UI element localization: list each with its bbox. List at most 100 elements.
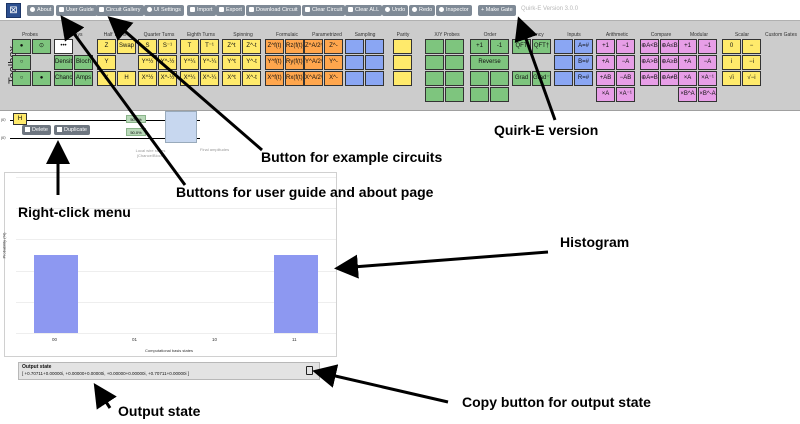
make-gate-button[interactable]: + Make Gate: [478, 5, 516, 16]
gate-x-half[interactable]: X^½: [138, 71, 157, 86]
gate-xy-probe[interactable]: [445, 55, 464, 70]
gate-gt[interactable]: ⊕A>B: [640, 55, 659, 70]
gate-z-f[interactable]: Z^f(t): [265, 39, 284, 54]
gate-grad[interactable]: Grad: [512, 71, 531, 86]
gate-xy-probe[interactable]: [445, 71, 464, 86]
gate-sample[interactable]: [345, 71, 364, 86]
gate-sample[interactable]: [365, 55, 384, 70]
gate-increment[interactable]: +1: [470, 39, 489, 54]
gate-xy-probe[interactable]: [425, 55, 444, 70]
redo-button[interactable]: Redo: [409, 5, 436, 16]
gate-y-neg-t[interactable]: Y^-t: [242, 55, 261, 70]
gate-x-neg-t[interactable]: X^-t: [242, 71, 261, 86]
gate-sub-a[interactable]: −A: [616, 55, 635, 70]
duplicate-menu-item[interactable]: Duplicate: [54, 125, 90, 135]
gate-input-a-default[interactable]: A=#: [574, 39, 593, 54]
gate-cycle[interactable]: [490, 87, 509, 102]
export-button[interactable]: Export: [216, 5, 245, 16]
gate-xy-probe[interactable]: [425, 87, 444, 102]
gate-mul-a-inv[interactable]: ×A⁻¹: [616, 87, 635, 102]
delete-menu-item[interactable]: Delete: [22, 125, 51, 135]
gate-y-t[interactable]: Y^t: [222, 55, 241, 70]
gate-probe[interactable]: ●: [32, 71, 51, 86]
gate-t[interactable]: T: [180, 39, 199, 54]
gate-y-half[interactable]: Y^½: [138, 55, 157, 70]
gate-eq[interactable]: ⊕A=B: [640, 71, 659, 86]
gate-sqrt-i[interactable]: √i: [722, 71, 741, 86]
gate-rz-f[interactable]: Rz(f(t)): [285, 39, 304, 54]
gate-probe[interactable]: ○: [12, 71, 31, 86]
gate-mod-inc[interactable]: +1: [678, 39, 697, 54]
gate-x-t[interactable]: X^t: [222, 71, 241, 86]
gate-density[interactable]: Density: [54, 55, 73, 70]
gate-z-t[interactable]: Z^t: [222, 39, 241, 54]
download-circuit-button[interactable]: Download Circuit: [246, 5, 301, 16]
gate-z-a[interactable]: Z^A/2ⁿ: [304, 39, 323, 54]
gate-y-neg-a[interactable]: Y^-A/2ⁿ: [324, 55, 343, 70]
gate-ry-f[interactable]: Ry(f(t)): [285, 55, 304, 70]
gate-s-inv[interactable]: S⁻¹: [158, 39, 177, 54]
gate-neg-i[interactable]: −i: [742, 55, 761, 70]
inspector-button[interactable]: Inspector: [436, 5, 472, 16]
gate-interleave[interactable]: [470, 71, 489, 86]
user-guide-button[interactable]: User Guide: [56, 5, 97, 16]
gate-dec[interactable]: −1: [616, 39, 635, 54]
gate-zero[interactable]: 0: [722, 39, 741, 54]
gate-mod-dec[interactable]: −1: [698, 39, 717, 54]
gate-y-a[interactable]: Y^A/2ⁿ: [304, 55, 323, 70]
quirk-logo[interactable]: ⊠: [6, 3, 21, 18]
gate-input-a[interactable]: [554, 39, 573, 54]
gate-sqrt-neg-i[interactable]: √−i: [742, 71, 761, 86]
gate-bloch[interactable]: Bloch: [74, 55, 93, 70]
gate-rx-f[interactable]: Rx(f(t)): [285, 71, 304, 86]
clear-all-button[interactable]: Clear ALL: [345, 5, 383, 16]
h-gate[interactable]: H: [13, 113, 27, 125]
gate-ge[interactable]: ⊕A≥B: [660, 55, 679, 70]
gate-le[interactable]: ⊕A≤B: [660, 39, 679, 54]
gate-chance[interactable]: Chance: [54, 71, 73, 86]
gate-z-neg-a[interactable]: Z^-A/2ⁿ: [324, 39, 343, 54]
gate-sub-ab[interactable]: −AB: [616, 71, 635, 86]
gate-add-a[interactable]: +A: [596, 55, 615, 70]
gate-x-neg-quarter[interactable]: X^-¼: [200, 71, 219, 86]
gate-t-inv[interactable]: T⁻¹: [200, 39, 219, 54]
gate-mod-mul-inv[interactable]: ×A⁻¹: [698, 71, 717, 86]
gate-sample[interactable]: [365, 71, 384, 86]
gate-parity[interactable]: [393, 39, 412, 54]
gate-sample[interactable]: [365, 39, 384, 54]
gate-xy-probe[interactable]: [425, 71, 444, 86]
circuit-gallery-button[interactable]: Circuit Gallery: [96, 5, 144, 16]
gate-input-r[interactable]: [554, 71, 573, 86]
gate-input-r-default[interactable]: R=#: [574, 71, 593, 86]
gate-mod-sub[interactable]: −A: [698, 55, 717, 70]
gate-y-neg-quarter[interactable]: Y^-¼: [200, 55, 219, 70]
gate-i[interactable]: i: [722, 55, 741, 70]
gate-mod-mul[interactable]: ×A: [678, 71, 697, 86]
gate-deinterleave[interactable]: [490, 71, 509, 86]
clear-circuit-button[interactable]: Clear Circuit: [302, 5, 346, 16]
gate-lt[interactable]: ⊕A<B: [640, 39, 659, 54]
gate-xy-probe[interactable]: [445, 39, 464, 54]
gate-probe[interactable]: ⊙: [32, 39, 51, 54]
gate-inc[interactable]: +1: [596, 39, 615, 54]
undo-button[interactable]: Undo: [382, 5, 409, 16]
gate-reverse[interactable]: Reverse: [470, 55, 509, 70]
gate-z[interactable]: Z: [97, 39, 116, 54]
gate-parity[interactable]: [393, 71, 412, 86]
gate-mul-a[interactable]: ×A: [596, 87, 615, 102]
gate-decrement[interactable]: -1: [490, 39, 509, 54]
gate-h[interactable]: H: [117, 71, 136, 86]
gate-sample[interactable]: [345, 55, 364, 70]
ui-settings-button[interactable]: UI Settings: [144, 5, 184, 16]
gate-x-f[interactable]: X^f(t): [265, 71, 284, 86]
gate-neg[interactable]: −: [742, 39, 761, 54]
gate-parity[interactable]: [393, 55, 412, 70]
gate-sample[interactable]: [345, 39, 364, 54]
about-button[interactable]: About: [27, 5, 55, 16]
import-button[interactable]: Import: [187, 5, 216, 16]
gate-y-quarter[interactable]: Y^¼: [180, 55, 199, 70]
gate-y-f[interactable]: Y^f(t): [265, 55, 284, 70]
gate-amps[interactable]: Amps: [74, 71, 93, 86]
gate-mod-add[interactable]: +A: [678, 55, 697, 70]
gate-mod-pow[interactable]: ×B^A: [678, 87, 697, 102]
